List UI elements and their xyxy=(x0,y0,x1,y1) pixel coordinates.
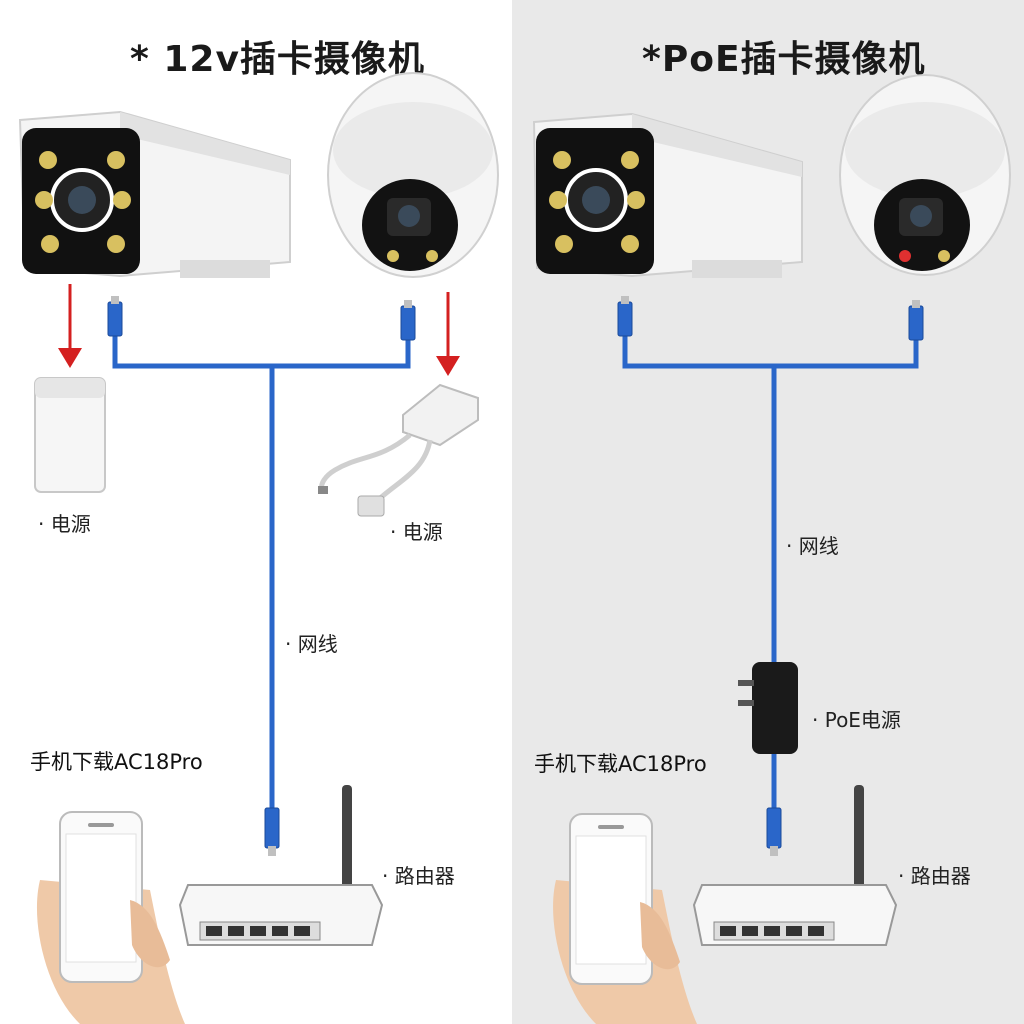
cable-label: · 网线 xyxy=(285,632,338,656)
app-download-label: 手机下载AC18Pro xyxy=(534,752,707,776)
splitter-power-icon xyxy=(318,383,479,517)
title-poe-camera: *PoE插卡摄像机 xyxy=(642,39,926,80)
bullet-camera-icon xyxy=(18,110,291,278)
rj45-connector-icon xyxy=(617,301,924,849)
dome-camera-icon xyxy=(839,74,1011,276)
power-arrow-right-icon xyxy=(436,292,460,376)
power-adapter-icon xyxy=(34,377,106,493)
rj45-connector-icon xyxy=(107,301,416,849)
panel-12v-camera: * 12v插卡摄像机 xyxy=(18,39,499,1024)
phone-in-hand-icon xyxy=(36,811,186,1024)
router-label: · 路由器 xyxy=(898,864,971,888)
network-cable-lines xyxy=(622,336,919,810)
power-label: · 电源 xyxy=(38,512,91,536)
dome-camera-icon xyxy=(327,72,499,278)
phone-in-hand-icon xyxy=(553,813,697,1024)
poe-adapter-icon xyxy=(738,662,798,754)
power-arrow-left-icon xyxy=(58,284,82,368)
network-cable-lines xyxy=(112,336,411,810)
router-icon xyxy=(178,785,384,946)
app-download-label: 手机下载AC18Pro xyxy=(30,750,203,774)
cable-label: · 网线 xyxy=(786,534,839,558)
diagram-12v-setup xyxy=(18,72,499,1024)
bullet-camera-icon xyxy=(532,112,803,278)
poe-power-label: · PoE电源 xyxy=(812,708,901,732)
title-12v-camera: * 12v插卡摄像机 xyxy=(130,39,425,80)
router-icon xyxy=(692,785,898,946)
power-label: · 电源 xyxy=(390,520,443,544)
panel-poe-camera: *PoE插卡摄像机 xyxy=(512,0,1024,1024)
router-label: · 路由器 xyxy=(382,864,455,888)
diagram-poe-setup xyxy=(532,74,1011,1024)
